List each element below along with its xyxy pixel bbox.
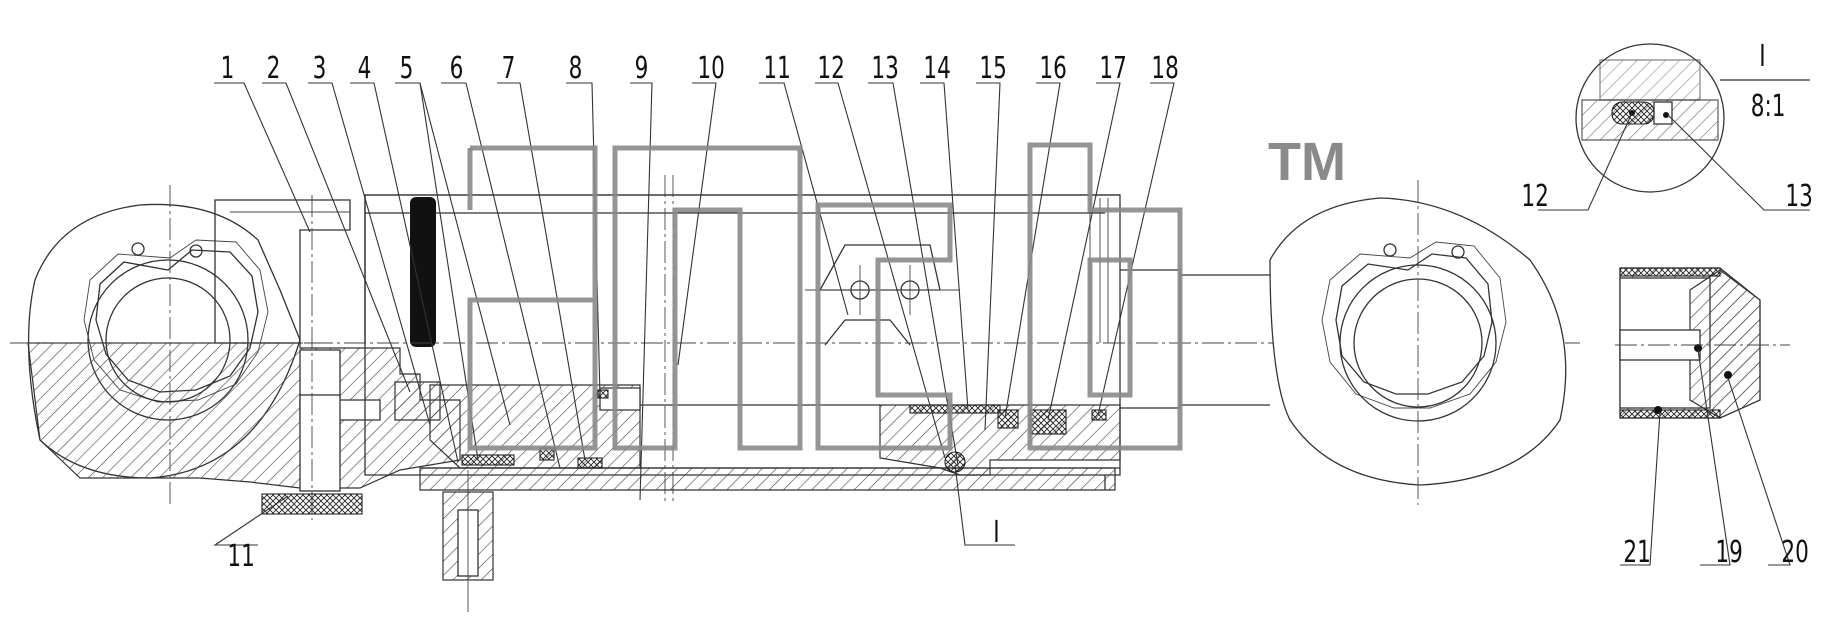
part-label-11-lower: 11 <box>227 540 254 574</box>
part-label-6: 6 <box>450 52 464 86</box>
part-label-2: 2 <box>267 52 281 86</box>
detail-I-view <box>1575 43 1725 193</box>
part-label-13: 13 <box>871 52 898 86</box>
part-label-7: 7 <box>502 52 516 86</box>
rear-body-section <box>27 195 461 520</box>
front-eye <box>1269 180 1567 505</box>
part-label-3: 3 <box>313 52 327 86</box>
watermark-trademark: TM <box>1268 132 1346 192</box>
piston-rod <box>1120 269 1270 409</box>
part-label-15: 15 <box>979 52 1006 86</box>
part-label-12: 12 <box>817 52 844 86</box>
part-labels: 1 2 3 4 5 6 7 8 9 10 11 12 13 14 15 16 1… <box>221 40 1813 574</box>
part-label-4: 4 <box>358 52 372 86</box>
part-label-8: 8 <box>569 52 583 86</box>
part-label-17: 17 <box>1099 52 1126 86</box>
part-label-21: 21 <box>1623 536 1650 570</box>
detail-part-label-12: 12 <box>1521 180 1548 214</box>
part-label-14: 14 <box>923 52 950 86</box>
detail-reference-I: I <box>993 516 999 550</box>
part-label-20: 20 <box>1781 536 1808 570</box>
seal-pad-11 <box>261 493 363 515</box>
part-label-5: 5 <box>400 52 414 86</box>
rod-gland-section <box>879 404 1121 490</box>
part-label-9: 9 <box>635 52 649 86</box>
rear-port-fitting <box>442 470 494 612</box>
part-label-10: 10 <box>697 52 724 86</box>
part-label-18: 18 <box>1151 52 1178 86</box>
mounting-bracket <box>805 244 960 346</box>
detail-part-label-13: 13 <box>1785 180 1812 214</box>
part-label-11: 11 <box>763 52 790 86</box>
leader-lines <box>213 82 1810 566</box>
part-label-16: 16 <box>1039 52 1066 86</box>
detail-title-I: I <box>1759 40 1765 74</box>
watermark-logo: TM <box>467 132 1346 451</box>
part-label-19: 19 <box>1715 536 1742 570</box>
part-label-1: 1 <box>221 52 235 86</box>
rod-end-detail <box>1615 267 1790 419</box>
detail-scale: 8:1 <box>1751 90 1786 124</box>
